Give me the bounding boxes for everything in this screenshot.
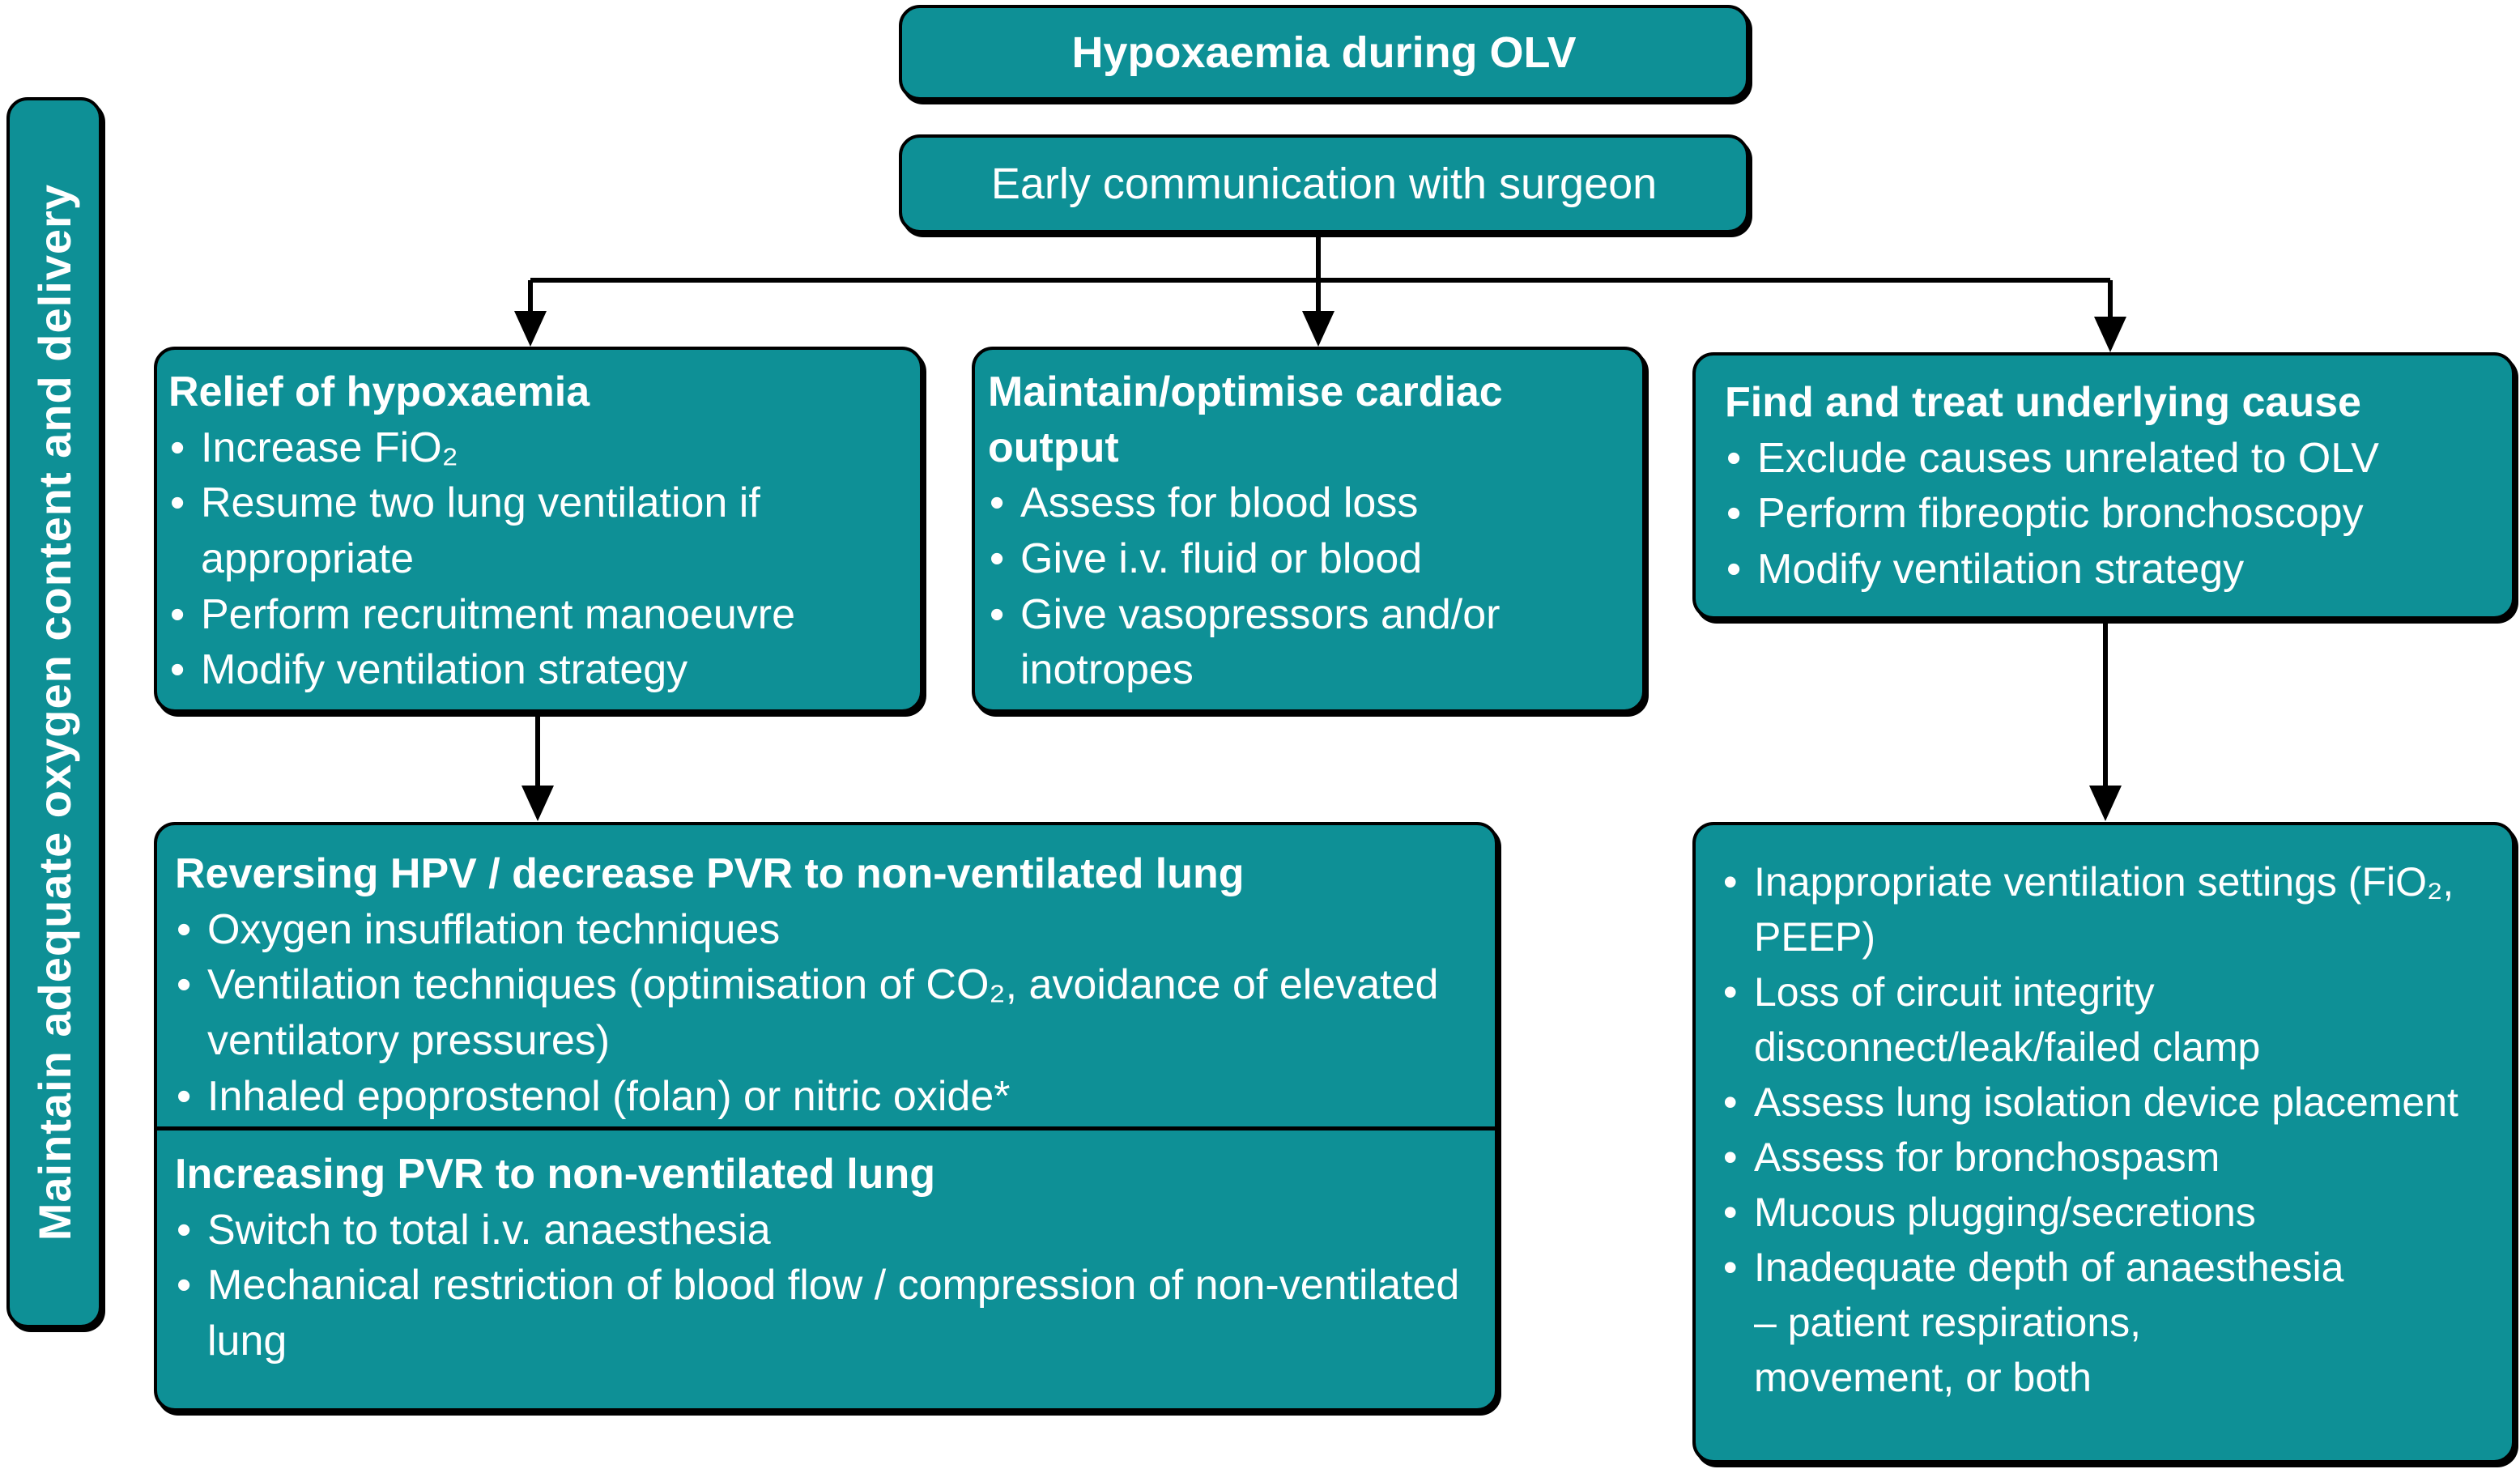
- bullet-item: Give vasopressors and/or inotropes: [988, 587, 1628, 698]
- bullet-item: Increase FiO₂: [168, 420, 905, 476]
- bullet-item: Resume two lung ventilation if appropria…: [168, 475, 905, 586]
- node-relief-of-hypoxaemia: Relief of hypoxaemia Increase FiO₂Resume…: [154, 347, 923, 713]
- bullet-item: Perform recruitment manoeuvre: [168, 587, 905, 643]
- arrowhead-left: [514, 311, 547, 347]
- node-pvr-management: Reversing HPV / decrease PVR to non-vent…: [154, 822, 1498, 1412]
- sidebar-banner: Maintain adequate oxygen content and del…: [6, 97, 102, 1328]
- bullet-item: Exclude causes unrelated to OLV: [1725, 431, 2499, 487]
- bullet-list: Oxygen insufflation techniquesVentilatio…: [175, 902, 1477, 1125]
- bullet-item: Oxygen insufflation techniques: [175, 902, 1477, 958]
- node-early-communication-label: Early communication with surgeon: [990, 160, 1658, 208]
- bullet-list: Assess for blood lossGive i.v. fluid or …: [988, 475, 1628, 698]
- node-early-communication: Early communication with surgeon: [899, 134, 1749, 233]
- bullet-item: Perform fibreoptic bronchoscopy: [1725, 486, 2499, 542]
- bullet-list: Inappropriate ventilation settings (FiO₂…: [1722, 854, 2499, 1405]
- bullet-list: Switch to total i.v. anaesthesiaMechanic…: [175, 1203, 1477, 1369]
- arrowhead-right: [2094, 317, 2126, 352]
- node-title: Find and treat underlying cause: [1725, 379, 2361, 426]
- bullet-item: Inadequate depth of anaesthesia – patien…: [1722, 1240, 2499, 1405]
- bullet-item: Mechanical restriction of blood flow / c…: [175, 1258, 1477, 1369]
- section-increasing-pvr: Increasing PVR to non-ventilated lung Sw…: [157, 1126, 1495, 1369]
- arrowhead-causes: [2089, 786, 2122, 821]
- bullet-list: Increase FiO₂Resume two lung ventilation…: [168, 420, 905, 698]
- node-causes-checklist: Inappropriate ventilation settings (FiO₂…: [1692, 822, 2515, 1463]
- bullet-item: Give i.v. fluid or blood: [988, 531, 1628, 587]
- node-underlying-cause: Find and treat underlying cause Exclude …: [1692, 352, 2515, 620]
- node-title: Increasing PVR to non-ventilated lung: [175, 1151, 935, 1198]
- section-reversing-hpv: Reversing HPV / decrease PVR to non-vent…: [157, 825, 1495, 1126]
- page-title: Hypoxaemia during OLV: [1071, 28, 1577, 77]
- node-cardiac-output: Maintain/optimise cardiac output Assess …: [972, 347, 1645, 713]
- arrowhead-middle: [1302, 311, 1334, 347]
- sidebar-banner-label: Maintain adequate oxygen content and del…: [28, 184, 80, 1241]
- bullet-list: Exclude causes unrelated to OLVPerform f…: [1725, 431, 2499, 598]
- bullet-item: Inhaled epoprostenol (folan) or nitric o…: [175, 1069, 1477, 1125]
- bullet-item: Modify ventilation strategy: [1725, 542, 2499, 598]
- bullet-item: Assess for bronchospasm: [1722, 1130, 2499, 1185]
- bullet-item: Assess lung isolation device placement: [1722, 1075, 2499, 1130]
- bullet-item: Ventilation techniques (optimisation of …: [175, 957, 1477, 1068]
- arrowhead-reversing: [521, 786, 554, 821]
- bullet-item: Switch to total i.v. anaesthesia: [175, 1203, 1477, 1258]
- bullet-item: Loss of circuit integrity disconnect/lea…: [1722, 964, 2499, 1075]
- bullet-item: Assess for blood loss: [988, 475, 1628, 531]
- node-title: Reversing HPV / decrease PVR to non-vent…: [175, 850, 1245, 897]
- bullet-item: Mucous plugging/secretions: [1722, 1185, 2499, 1240]
- node-title: Relief of hypoxaemia: [168, 368, 590, 415]
- bullet-item: Inappropriate ventilation settings (FiO₂…: [1722, 854, 2499, 964]
- bullet-item: Modify ventilation strategy: [168, 642, 905, 698]
- node-title: Maintain/optimise cardiac output: [988, 368, 1503, 471]
- node-hypoxaemia-title: Hypoxaemia during OLV: [899, 5, 1749, 100]
